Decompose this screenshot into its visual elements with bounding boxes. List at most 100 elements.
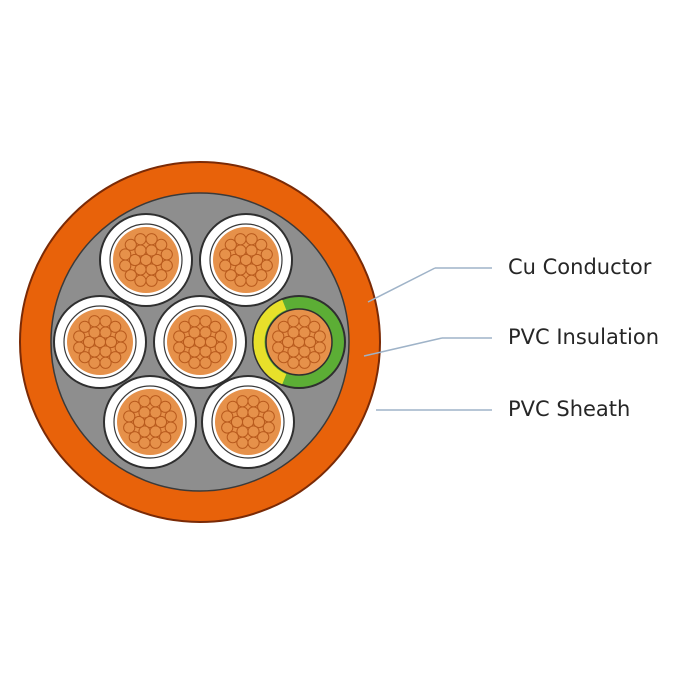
copper-strand: [88, 315, 101, 328]
copper-strand: [236, 395, 249, 408]
copper-strand: [114, 330, 127, 343]
copper-strand: [228, 253, 242, 267]
copper-strand: [287, 315, 300, 328]
copper-strand: [99, 315, 112, 328]
copper-strand: [224, 238, 237, 251]
copper-strand: [128, 253, 142, 267]
copper-strand: [245, 233, 258, 246]
copper-strand: [182, 335, 196, 349]
copper-strand: [134, 233, 147, 246]
copper-strand: [234, 274, 247, 287]
copper-strand: [287, 356, 300, 369]
insulation-inner-edge: [63, 305, 137, 379]
copper-strand: [119, 248, 132, 261]
copper-strand: [159, 400, 172, 413]
copper-strand: [255, 238, 268, 251]
callout-label-sheath: PVC Sheath: [508, 397, 631, 421]
earth-core: [252, 295, 346, 389]
copper-strand: [303, 335, 317, 349]
insulation-inner-edge: [163, 305, 237, 379]
copper-strand: [138, 395, 151, 408]
copper-strand: [209, 351, 222, 364]
copper-strand: [277, 320, 290, 333]
core-3: [53, 295, 147, 389]
copper-strand: [221, 421, 234, 434]
core-4: [153, 295, 247, 389]
copper-strand: [219, 248, 232, 261]
copper-strand: [73, 330, 86, 343]
copper-strand: [234, 233, 247, 246]
copper-strand: [247, 436, 260, 449]
copper-strand: [178, 320, 191, 333]
copper-strand: [164, 410, 177, 423]
copper-strand: [214, 330, 227, 343]
copper-strand: [204, 335, 218, 349]
copper-strand: [109, 320, 122, 333]
copper-strand: [247, 395, 260, 408]
earth-yellow-stripe: [253, 299, 287, 385]
insulation-inner-edge: [211, 385, 285, 459]
copper-strand: [149, 436, 162, 449]
leader-line-insulation: [363, 337, 443, 357]
copper-strand: [123, 421, 136, 434]
insulation-inner-edge: [113, 385, 187, 459]
copper-strand: [188, 356, 201, 369]
copper-strand: [281, 335, 295, 349]
copper-strand: [123, 410, 136, 423]
copper-strand: [160, 248, 173, 261]
copper-strand: [73, 341, 86, 354]
callout-label-conductor: Cu Conductor: [508, 255, 652, 279]
copper-strand: [308, 320, 321, 333]
copper-strand: [138, 436, 151, 449]
copper-strand: [188, 315, 201, 328]
copper-strand: [308, 351, 321, 364]
copper-strand: [219, 259, 232, 272]
callout-label-insulation: PVC Insulation: [508, 325, 660, 349]
copper-strand: [149, 395, 162, 408]
copper-strand: [257, 400, 270, 413]
leader-line-conductor: [367, 267, 436, 303]
copper-strand: [124, 269, 137, 282]
leader-lines: [363, 267, 492, 411]
copper-strand: [128, 400, 141, 413]
copper-strand: [224, 269, 237, 282]
copper-strand: [124, 238, 137, 251]
copper-strand: [173, 330, 186, 343]
copper-strand: [82, 335, 96, 349]
copper-strand: [145, 233, 158, 246]
copper-strand: [128, 431, 141, 444]
copper-strand: [199, 356, 212, 369]
copper-strand: [88, 356, 101, 369]
copper-strand: [99, 356, 112, 369]
copper-strand: [277, 351, 290, 364]
copper-strand: [255, 269, 268, 282]
copper-strand: [119, 259, 132, 272]
copper-strand: [298, 315, 311, 328]
copper-strand: [159, 431, 172, 444]
copper-strand: [209, 320, 222, 333]
copper-strand: [173, 341, 186, 354]
copper-strand: [78, 320, 91, 333]
copper-strand: [134, 274, 147, 287]
copper-strand: [178, 351, 191, 364]
copper-strand: [245, 274, 258, 287]
copper-strand: [272, 330, 285, 343]
copper-strand: [298, 356, 311, 369]
copper-strand: [155, 238, 168, 251]
copper-strand: [272, 341, 285, 354]
copper-strand: [132, 415, 146, 429]
copper-strand: [252, 415, 266, 429]
copper-strand: [221, 410, 234, 423]
copper-strand: [226, 400, 239, 413]
core-7: [201, 375, 295, 469]
copper-strand: [226, 431, 239, 444]
copper-strand: [262, 410, 275, 423]
copper-strand: [150, 253, 164, 267]
copper-strand: [78, 351, 91, 364]
copper-strand: [250, 253, 264, 267]
copper-strand: [236, 436, 249, 449]
copper-strand: [145, 274, 158, 287]
copper-strand: [104, 335, 118, 349]
core-2: [199, 213, 293, 307]
